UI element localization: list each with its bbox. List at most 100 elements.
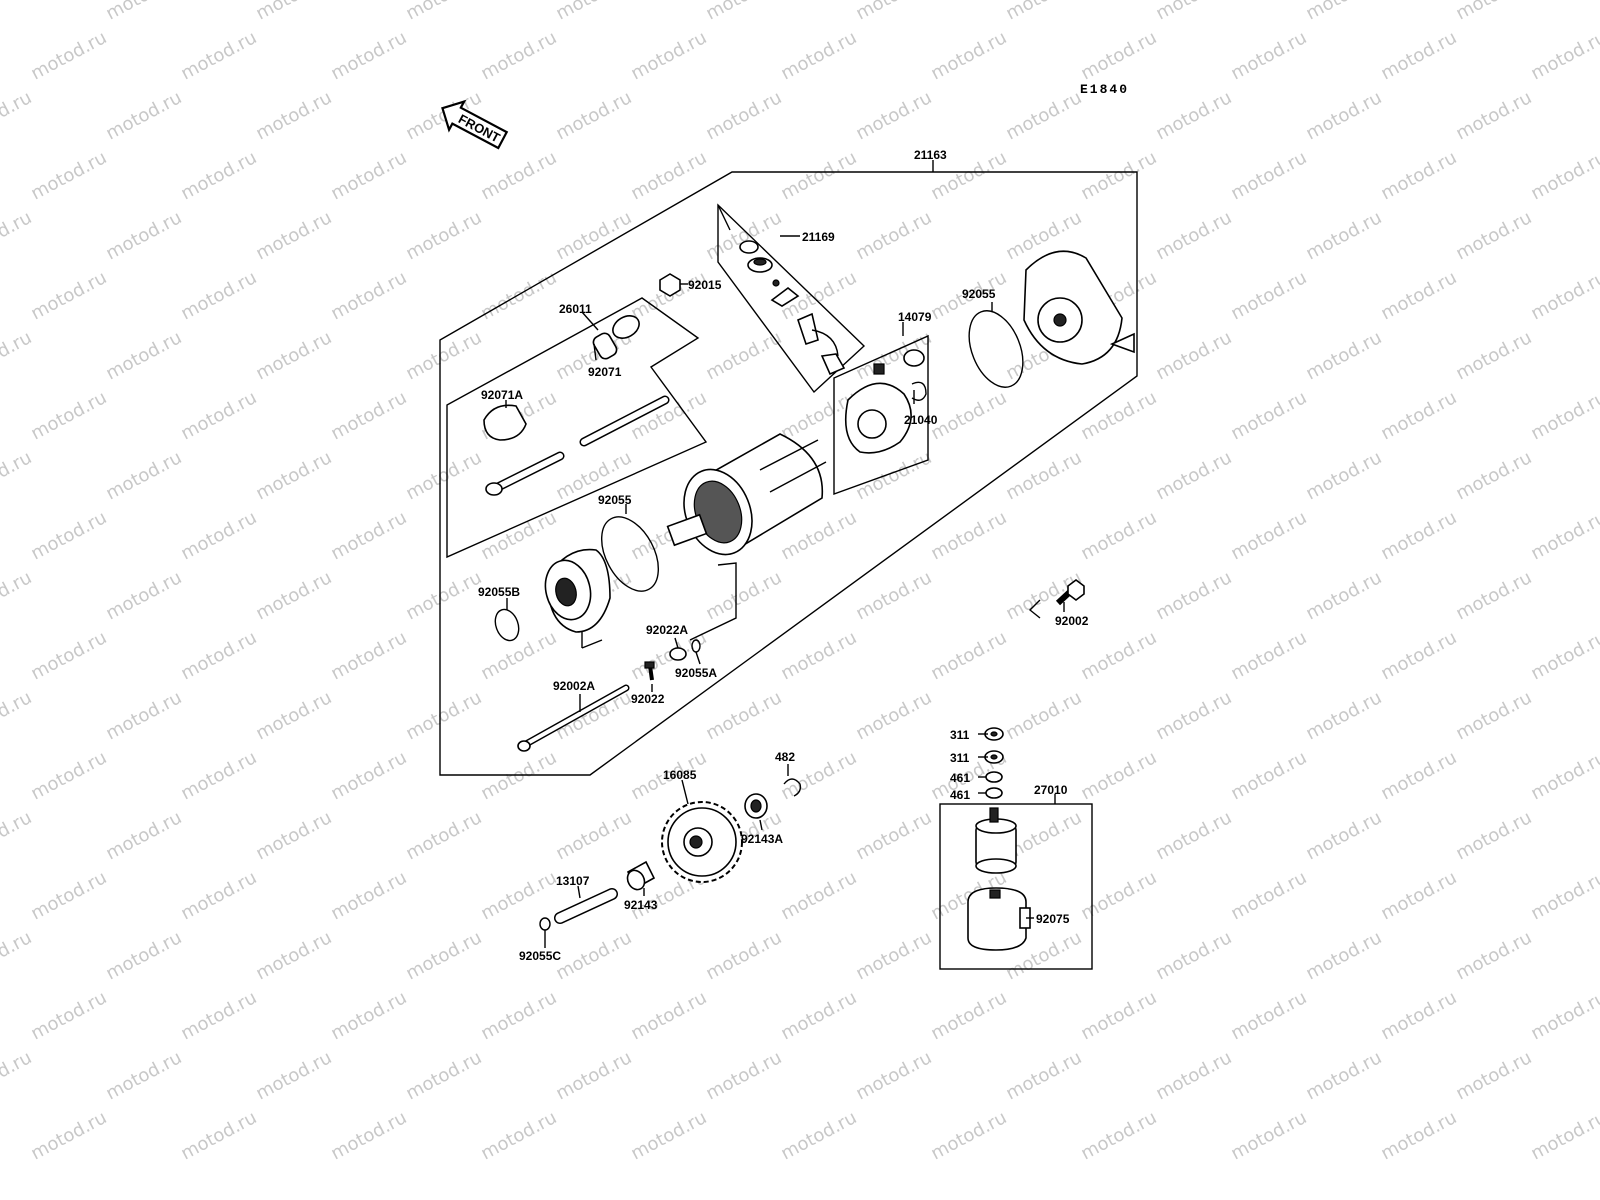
watermark-text: motod.ru [1377,27,1460,84]
watermark-text: motod.ru [1527,747,1600,804]
watermark-text: motod.ru [27,27,110,84]
watermark-text: motod.ru [1452,807,1535,864]
watermark-text: motod.ru [1002,0,1085,24]
label-92015: 92015 [688,278,722,292]
watermark-text: motod.ru [1377,387,1460,444]
watermark-text: motod.ru [402,327,485,384]
watermark-text: motod.ru [477,627,560,684]
watermark-text: motod.ru [1527,147,1600,204]
watermark-text: motod.ru [0,87,35,144]
watermark-text: motod.ru [1527,627,1600,684]
watermark-text: motod.ru [1377,987,1460,1044]
watermark-text: motod.ru [27,747,110,804]
watermark-text: motod.ru [177,1107,260,1164]
label-482: 482 [775,750,795,764]
watermark-text: motod.ru [852,0,935,24]
watermark-text: motod.ru [1452,87,1535,144]
watermark-text: motod.ru [777,1107,860,1164]
watermark-text: motod.ru [402,567,485,624]
watermark-text: motod.ru [1452,1047,1535,1104]
watermark-text: motod.ru [252,927,335,984]
watermark-text: motod.ru [1527,267,1600,324]
watermark-text: motod.ru [1452,927,1535,984]
watermark-text: motod.ru [1227,867,1310,924]
cover-92075-drawing [967,887,1031,951]
watermark-text: motod.ru [102,687,185,744]
o-ring-92055-mid-drawing [600,516,660,592]
label-16085: 16085 [663,768,697,782]
watermark-text: motod.ru [1152,567,1235,624]
watermark-text: motod.ru [1527,507,1600,564]
watermark-text: motod.ru [1152,1047,1235,1104]
watermark-text: motod.ru [1152,927,1235,984]
watermark-text: motod.ru [0,327,35,384]
watermark-text: motod.ru [0,567,35,624]
watermark-text: motod.ru [1227,147,1310,204]
watermark-text: motod.ru [1077,27,1160,84]
watermark-text: motod.ru [1152,687,1235,744]
label-311-a: 311 [950,728,970,742]
armature-yoke-drawing [666,433,827,556]
label-92071: 92071 [588,365,622,379]
watermark-text: motod.ru [327,987,410,1044]
watermark-text: motod.ru [927,627,1010,684]
watermark-text: motod.ru [1227,507,1310,564]
watermark-text: motod.ru [852,207,935,264]
watermark-text: motod.ru [552,927,635,984]
watermark-text: motod.ru [1002,447,1085,504]
watermark-text: motod.ru [27,387,110,444]
watermark-text: motod.ru [252,807,335,864]
watermark-text: motod.ru [327,507,410,564]
cap-92071A-drawing [483,404,527,441]
watermark-text: motod.ru [1227,747,1310,804]
watermark-text: motod.ru [0,207,35,264]
watermark-text: motod.ru [252,1047,335,1104]
watermark-text: motod.ru [1002,1047,1085,1104]
watermark-text: motod.ru [1302,1047,1385,1104]
watermark-text: motod.ru [1527,387,1600,444]
watermark-text: motod.ru [1077,147,1160,204]
label-13107: 13107 [556,874,590,888]
through-bolt-drawing [485,395,670,496]
bolt-set-26011-box [446,297,708,559]
watermark-text: motod.ru [1377,507,1460,564]
watermark-text: motod.ru [1152,0,1235,24]
front-cover-drawing [544,548,611,633]
watermark-text: motod.ru [0,927,35,984]
watermark-text: motod.ru [102,447,185,504]
o-ring-92055-top-drawing [968,310,1024,388]
watermark-text: motod.ru [927,27,1010,84]
solenoid-27010-drawing [975,807,1017,874]
bolt-92002A-drawing [517,684,630,752]
watermark-text: motod.ru [177,267,260,324]
watermark-text: motod.ru [1152,87,1235,144]
label-92143: 92143 [624,898,658,912]
watermark-text: motod.ru [102,207,185,264]
label-92075: 92075 [1036,912,1070,926]
watermark-text: motod.ru [102,87,185,144]
shaft-13107-drawing [554,888,618,924]
watermark-text: motod.ru [477,267,560,324]
watermark-text: motod.ru [102,807,185,864]
bushing-92143A-drawing [744,793,768,819]
watermark-text: motod.ru [27,267,110,324]
watermark-text: motod.ru [1002,87,1085,144]
watermark-text: motod.ru [27,627,110,684]
watermark-text: motod.ru [402,807,485,864]
watermark-text: motod.ru [552,807,635,864]
watermark-text: motod.ru [1527,867,1600,924]
watermark-text: motod.ru [1302,87,1385,144]
watermark-text: motod.ru [852,927,935,984]
watermark-text: motod.ru [177,387,260,444]
watermark-text: motod.ru [177,747,260,804]
watermark-text: motod.ru [1452,567,1535,624]
watermark-text: motod.ru [1302,207,1385,264]
watermark-text: motod.ru [852,567,935,624]
leader [581,311,599,331]
watermark-text: motod.ru [177,987,260,1044]
watermark-text: motod.ru [402,207,485,264]
diagram-code: E1840 [1080,82,1129,97]
leader [689,562,737,641]
watermark-text: motod.ru [777,27,860,84]
watermark-text: motod.ru [402,927,485,984]
